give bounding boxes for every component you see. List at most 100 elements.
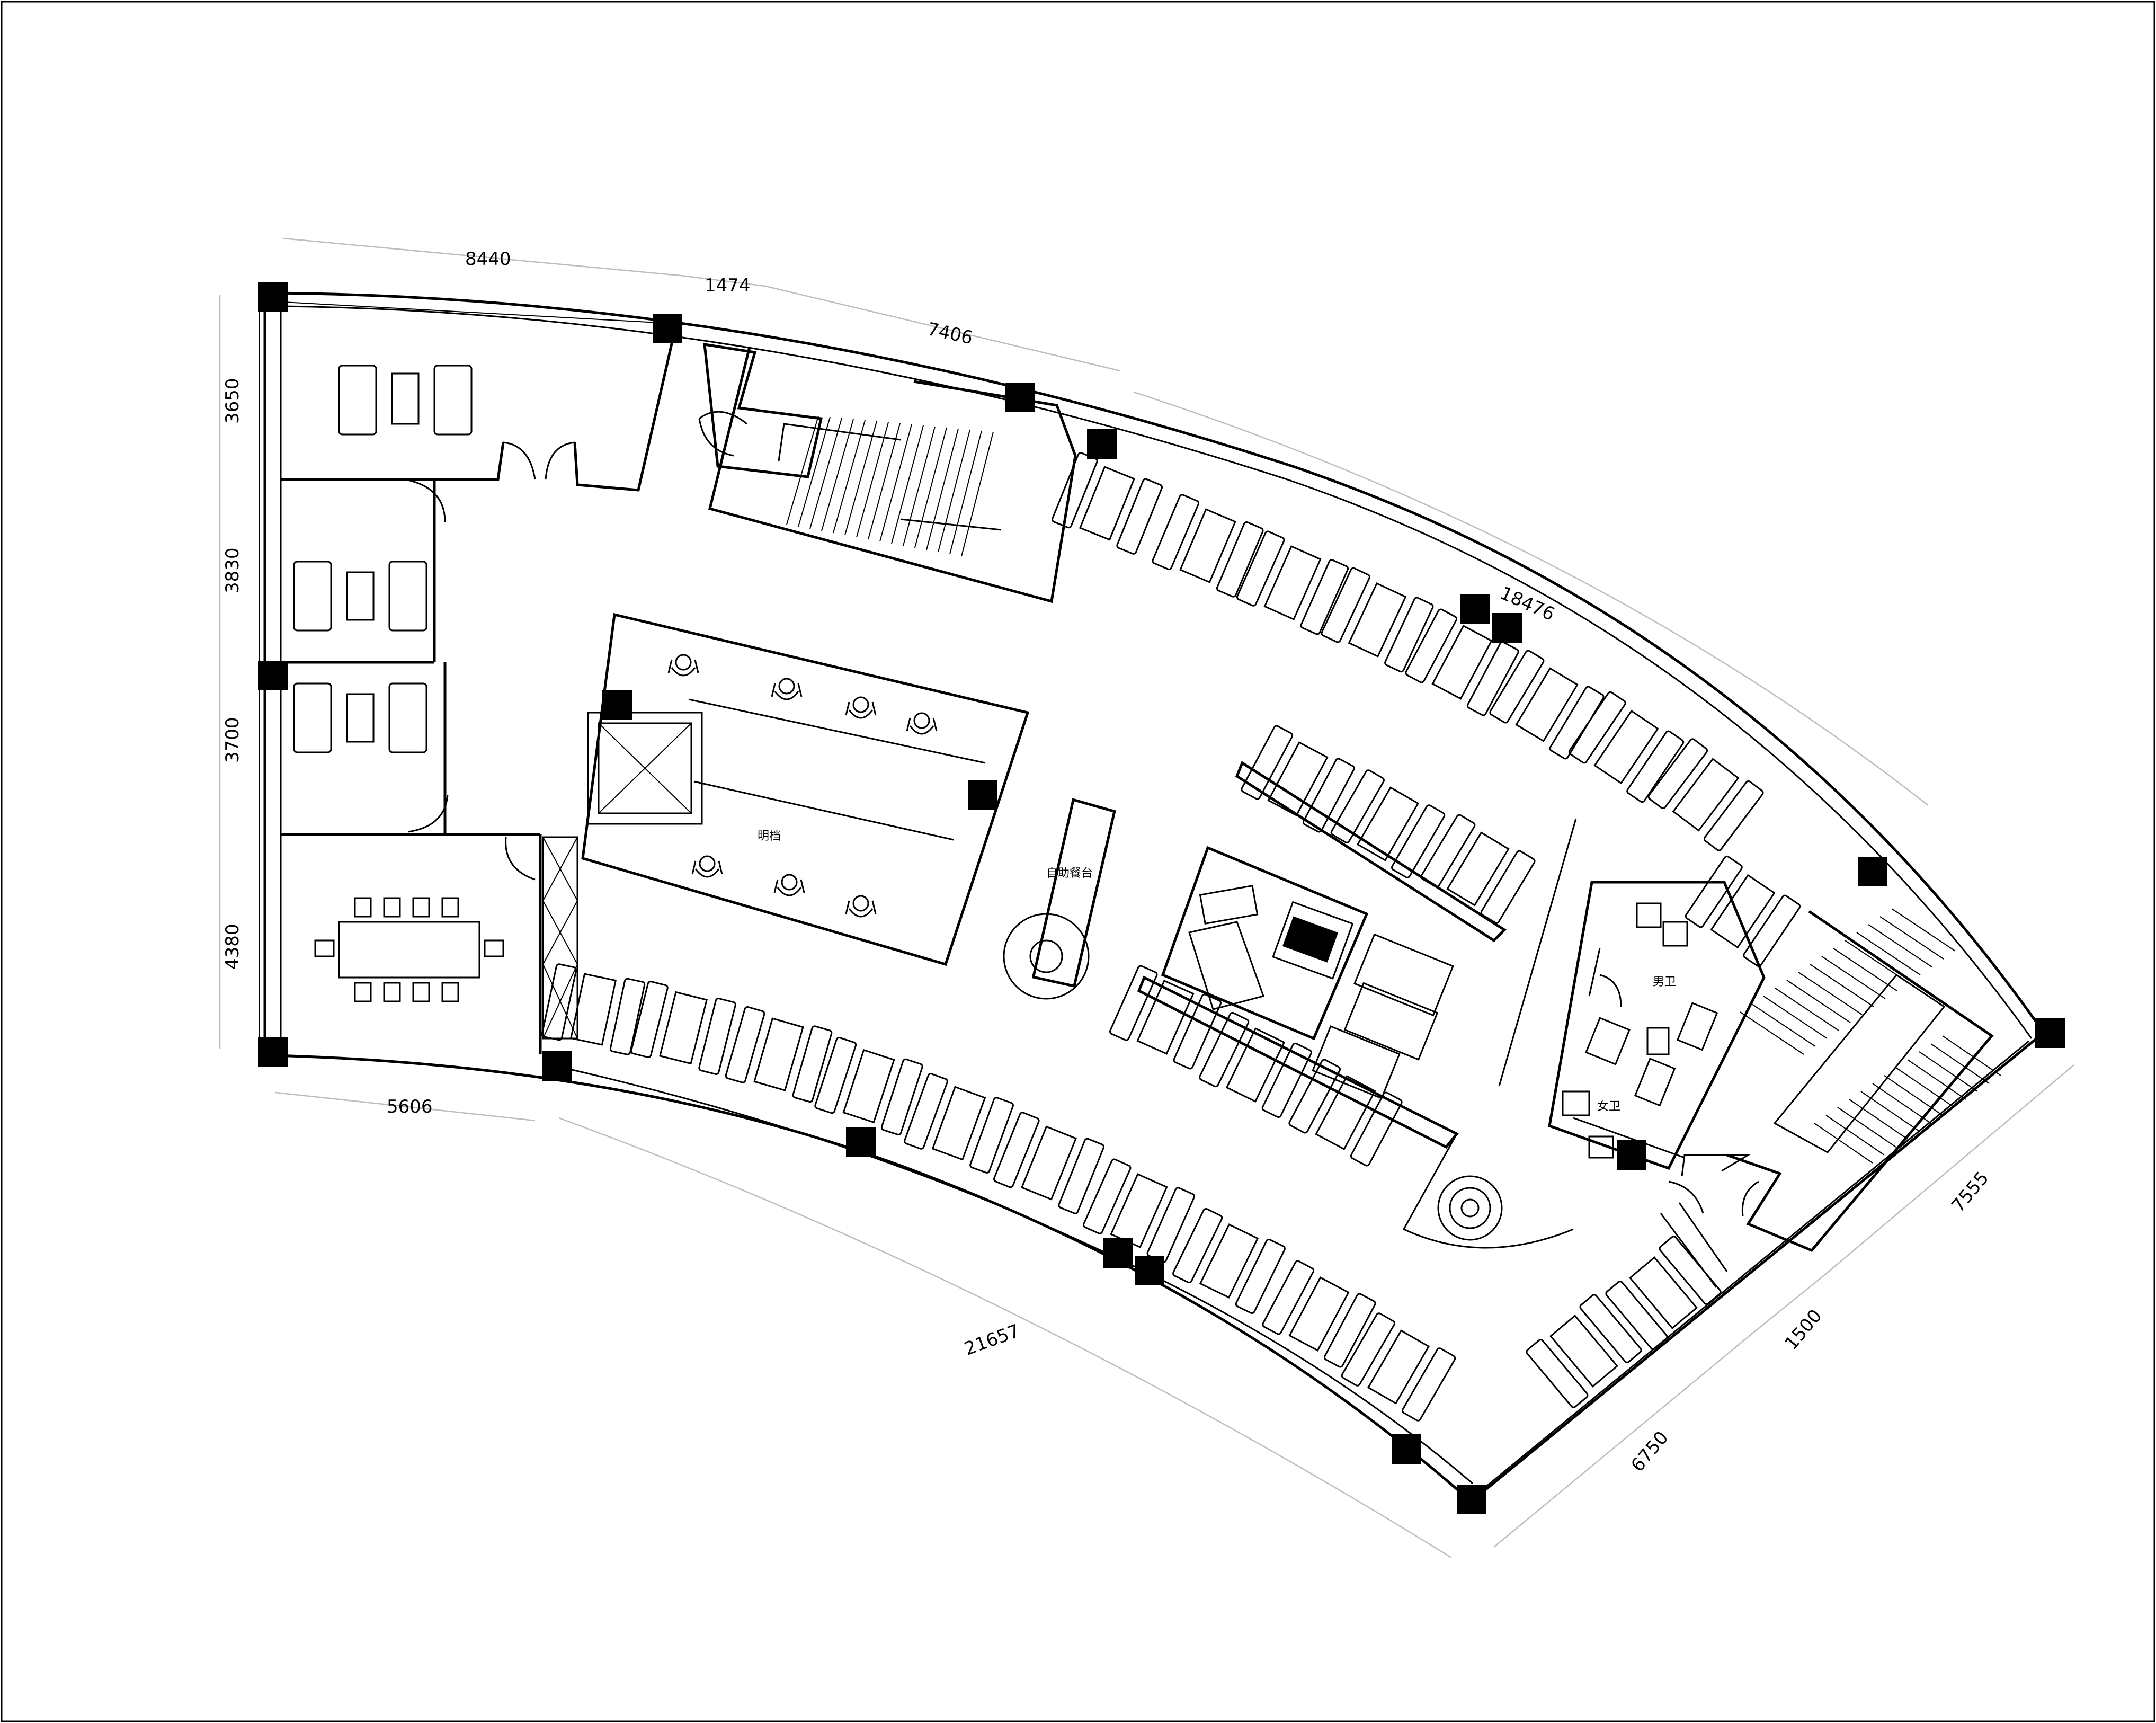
booth	[1241, 725, 1355, 833]
booth-bench	[630, 981, 669, 1058]
chef-body	[845, 900, 877, 918]
dimension-lines	[219, 237, 2074, 1559]
booth-table	[1431, 625, 1493, 700]
booth-table	[842, 1049, 895, 1124]
booth	[1172, 1208, 1286, 1314]
chef-figure	[691, 855, 723, 878]
chef-body	[773, 879, 805, 896]
stair-top	[698, 343, 1077, 603]
booth-bench	[1568, 691, 1626, 764]
booth	[1288, 1059, 1403, 1167]
column	[1087, 429, 1117, 459]
booth-bench	[1402, 1347, 1456, 1422]
booth	[814, 1036, 923, 1136]
column	[542, 1051, 572, 1081]
stair-tread	[1868, 924, 1932, 967]
booth	[1199, 1012, 1312, 1118]
booth-table	[1446, 831, 1510, 907]
column	[1858, 857, 1887, 886]
booth-table	[1079, 466, 1135, 541]
booth-bench	[792, 1025, 833, 1103]
booth-bench	[1116, 478, 1163, 555]
booth-table	[1593, 709, 1659, 785]
booth	[725, 1006, 833, 1103]
stair-tread	[1930, 1043, 1990, 1084]
stair-tread	[1872, 1083, 1931, 1124]
booth-bench	[1323, 1293, 1376, 1368]
chef-head	[699, 855, 716, 872]
booth	[993, 1112, 1105, 1214]
booth-bench	[698, 998, 736, 1075]
booth-bench	[1241, 725, 1294, 800]
room-label-womens-wc: 女卫	[1597, 1100, 1620, 1113]
booth	[1109, 965, 1222, 1070]
booth-bench	[1172, 1208, 1223, 1284]
stair-tread	[1825, 1115, 1885, 1156]
stair-tread	[938, 429, 970, 553]
stair-tread	[1849, 1099, 1908, 1140]
stair-tread	[1775, 988, 1839, 1031]
booth-table	[1288, 1276, 1350, 1352]
booth-bench	[1405, 608, 1458, 683]
booth-table	[1315, 1075, 1376, 1150]
room-label-mens-wc: 男卫	[1653, 975, 1676, 989]
dim-bottom-arc: 21657	[961, 1320, 1022, 1360]
booth-table	[931, 1086, 986, 1161]
booth	[1489, 650, 1605, 760]
booth	[1605, 1236, 1722, 1350]
booth-bench	[1152, 494, 1200, 571]
chef-body	[691, 860, 723, 878]
booth-bench	[1526, 1339, 1589, 1408]
chef-head	[852, 696, 869, 713]
booth	[1236, 530, 1349, 635]
booth-bench	[904, 1073, 948, 1150]
stair-tread	[1821, 956, 1886, 999]
stair-tread	[1845, 940, 1909, 983]
booth-table	[1199, 1223, 1259, 1299]
booth	[1420, 814, 1536, 924]
stair-tread	[856, 422, 889, 538]
booth-bench	[725, 1006, 765, 1083]
booth	[1152, 494, 1264, 598]
booth-bench	[880, 1058, 923, 1136]
sofa-set	[338, 365, 473, 436]
dim-right-small: 1500	[1780, 1305, 1826, 1354]
booth-bench	[1489, 650, 1545, 724]
booth	[1330, 769, 1446, 878]
booth-bench	[814, 1036, 857, 1114]
dim-top-1: 8440	[465, 248, 511, 270]
booth-bench	[1199, 1012, 1250, 1088]
booth	[630, 981, 736, 1075]
chef-figure	[845, 696, 877, 719]
chef-head	[852, 895, 869, 912]
booth-table	[569, 973, 617, 1046]
booth-bench	[1549, 686, 1605, 760]
booth-table	[1356, 786, 1420, 862]
stair-tread	[833, 420, 866, 534]
column	[1617, 1140, 1646, 1170]
stair-tread	[926, 428, 959, 550]
booth-table	[753, 1017, 804, 1091]
booth-table	[1710, 874, 1776, 949]
meeting-table	[314, 897, 504, 1002]
stair-tread	[821, 419, 854, 531]
booth-bench	[1420, 814, 1476, 888]
chef-head	[778, 678, 795, 695]
stair-tread	[914, 427, 947, 548]
booth-bench	[1321, 567, 1370, 643]
stair-tread	[1907, 1059, 1966, 1100]
booth-bench	[1350, 1091, 1403, 1167]
stair-tread	[1814, 1123, 1873, 1164]
booth-bench	[1466, 641, 1519, 716]
booth-bench	[1261, 1042, 1312, 1118]
chef-body	[845, 701, 877, 719]
stair-tread	[1856, 932, 1921, 975]
chef-body	[667, 659, 699, 677]
column	[1135, 1256, 1164, 1285]
stair-tread	[1751, 1003, 1816, 1047]
dim-top-3: 7406	[925, 318, 975, 349]
column	[258, 282, 288, 312]
stair-tread	[798, 416, 831, 527]
booth-bench	[1288, 1059, 1341, 1134]
